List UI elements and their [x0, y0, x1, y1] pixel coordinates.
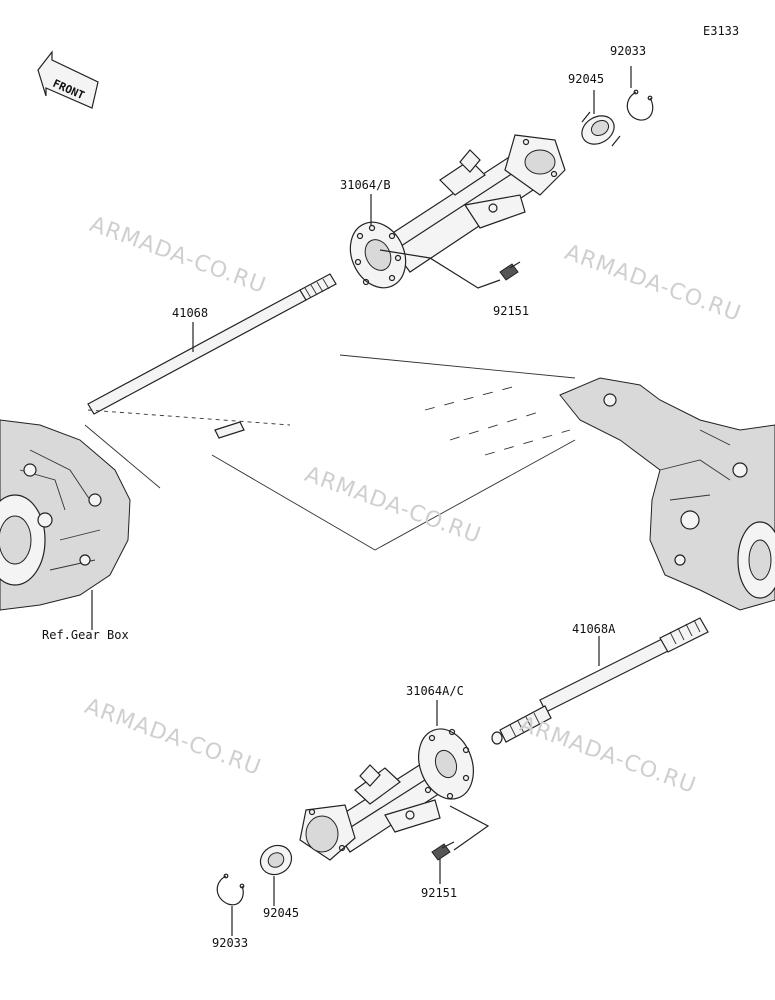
diagram-code: E3133: [703, 24, 740, 38]
part-label-41068: 41068: [172, 306, 209, 320]
drive-shaft-bottom: [491, 617, 709, 745]
front-arrow-icon: FRONT: [37, 50, 99, 109]
drive-shaft-top: [87, 273, 337, 415]
bearing-top: [581, 111, 621, 147]
part-label-92033-top: 92033: [610, 44, 647, 58]
ref-gear-box-label: Ref.Gear Box: [42, 628, 129, 642]
part-label-31064B: 31064/B: [340, 178, 391, 192]
retaining-ring-bottom: [216, 873, 245, 906]
retaining-ring-top: [626, 89, 654, 121]
gear-box-left: [0, 419, 131, 611]
part-label-41068A: 41068A: [572, 622, 616, 636]
axle-housing-bottom: [299, 728, 474, 861]
bolt-top: [499, 261, 521, 281]
axle-housing-top: [349, 134, 566, 289]
gear-box-right: [559, 377, 775, 611]
part-label-92151-top: 92151: [493, 304, 530, 318]
part-label-92151-bottom: 92151: [421, 886, 458, 900]
part-label-31064AC: 31064A/C: [406, 684, 464, 698]
leader-92151-top: [379, 249, 501, 289]
bolt-bottom: [431, 841, 455, 861]
part-label-92045-top: 92045: [568, 72, 605, 86]
assembly-guide-lines: [84, 354, 576, 551]
bearing-bottom: [259, 844, 293, 876]
part-label-92045-bottom: 92045: [263, 906, 300, 920]
part-label-92033-bottom: 92033: [212, 936, 249, 950]
shaft-end-top: [214, 421, 245, 439]
leader-92151-bottom: [449, 805, 490, 851]
